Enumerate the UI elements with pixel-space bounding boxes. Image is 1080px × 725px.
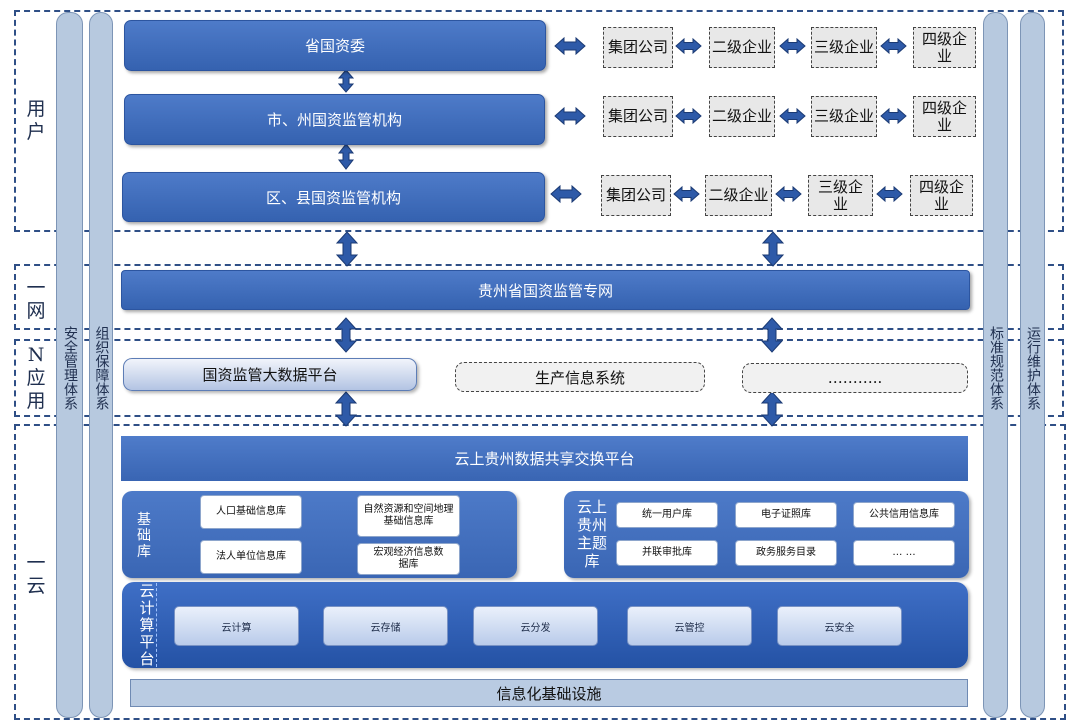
enterprise-level4: 四级企业 (913, 27, 976, 68)
enterprise-level3: 三级企业 (808, 175, 873, 216)
zone-label-n-apps: N应用 (26, 344, 46, 412)
enterprise-level2: 二级企业 (709, 27, 775, 68)
zone-n-apps (14, 339, 1064, 417)
level-province-label: 省国资委 (304, 37, 365, 55)
zone-label-user: 用户 (26, 98, 46, 143)
cloud-security: 云安全 (777, 606, 902, 646)
level-city-label: 市、州国资监管机构 (266, 111, 402, 129)
enterprise-level4: 四级企业 (910, 175, 973, 216)
app-bigdata-label: 国资监管大数据平台 (202, 366, 338, 384)
arrow-user-net-right (762, 231, 784, 267)
level-county-label: 区、县国资监管机构 (265, 188, 401, 207)
cloud-compute: 云计算 (174, 606, 299, 646)
cloud-distribution: 云分发 (473, 606, 598, 646)
enterprise-level2: 二级企业 (709, 96, 775, 137)
cloud-control: 云管控 (627, 606, 752, 646)
app-production-system: 生产信息系统 (455, 362, 705, 392)
network-bar: 贵州省国资监管专网 (121, 270, 970, 310)
enterprise-group: 集团公司 (603, 27, 673, 68)
enterprise-group: 集团公司 (603, 96, 673, 137)
exchange-platform: 云上贵州数据共享交换平台 (121, 436, 968, 481)
zone-label-one-cloud: 一云 (26, 552, 46, 597)
arrow-user-net-left (336, 231, 358, 267)
pillar-ops-label: 运行维护体系 (1025, 326, 1041, 410)
enterprise-level2: 二级企业 (705, 175, 772, 216)
theme-lib-user: 统一用户库 (616, 502, 718, 528)
base-lib-economy: 宏观经济信息数据库 (357, 543, 460, 575)
level-city: 市、州国资监管机构 (124, 94, 545, 145)
base-lib-legal: 法人单位信息库 (200, 540, 302, 574)
zone-label-one-net: 一网 (26, 277, 46, 322)
theme-lib-more: … … (853, 540, 955, 566)
zone-user (14, 10, 1064, 232)
pillar-org-label: 组织保障体系 (93, 326, 110, 410)
exchange-label: 云上贵州数据共享交换平台 (454, 450, 635, 468)
pillar-standard-label: 标准规范体系 (988, 326, 1004, 410)
app-more: ……….. (742, 363, 968, 393)
cloud-storage: 云存储 (323, 606, 448, 646)
theme-lib-credit: 公共信用信息库 (853, 502, 955, 528)
pillar-security-label: 安全管理体系 (62, 326, 78, 410)
pillar-ops: 运行维护体系 (1020, 12, 1045, 718)
app-more-label: ……….. (827, 369, 883, 387)
base-library-label: 基础库 (137, 512, 151, 560)
pillar-org: 组织保障体系 (89, 12, 113, 718)
app-bigdata-platform: 国资监管大数据平台 (123, 358, 417, 391)
level-county: 区、县国资监管机构 (122, 172, 545, 222)
level-province: 省国资委 (124, 20, 546, 71)
pillar-standard: 标准规范体系 (983, 12, 1008, 718)
base-lib-geo: 自然资源和空间地理基础信息库 (357, 495, 460, 537)
enterprise-level3: 三级企业 (811, 96, 877, 137)
base-lib-population: 人口基础信息库 (200, 495, 302, 529)
zone-one-net (14, 264, 1064, 330)
enterprise-level4: 四级企业 (913, 96, 976, 137)
cloud-platform-label: 云计算平台 (138, 583, 157, 668)
theme-lib-catalog: 政务服务目录 (735, 540, 837, 566)
theme-lib-approval: 并联审批库 (616, 540, 718, 566)
network-label: 贵州省国资监管专网 (477, 281, 613, 300)
enterprise-group: 集团公司 (601, 175, 671, 216)
zone-one-cloud (14, 424, 1066, 720)
enterprise-level3: 三级企业 (811, 27, 877, 68)
infrastructure-label: 信息化基础设施 (496, 684, 602, 703)
infrastructure-bar: 信息化基础设施 (130, 679, 968, 707)
theme-library-label: 云上贵州主题库 (576, 498, 607, 570)
theme-lib-license: 电子证照库 (735, 502, 837, 528)
pillar-security: 安全管理体系 (56, 12, 83, 718)
app-production-label: 生产信息系统 (534, 368, 625, 387)
